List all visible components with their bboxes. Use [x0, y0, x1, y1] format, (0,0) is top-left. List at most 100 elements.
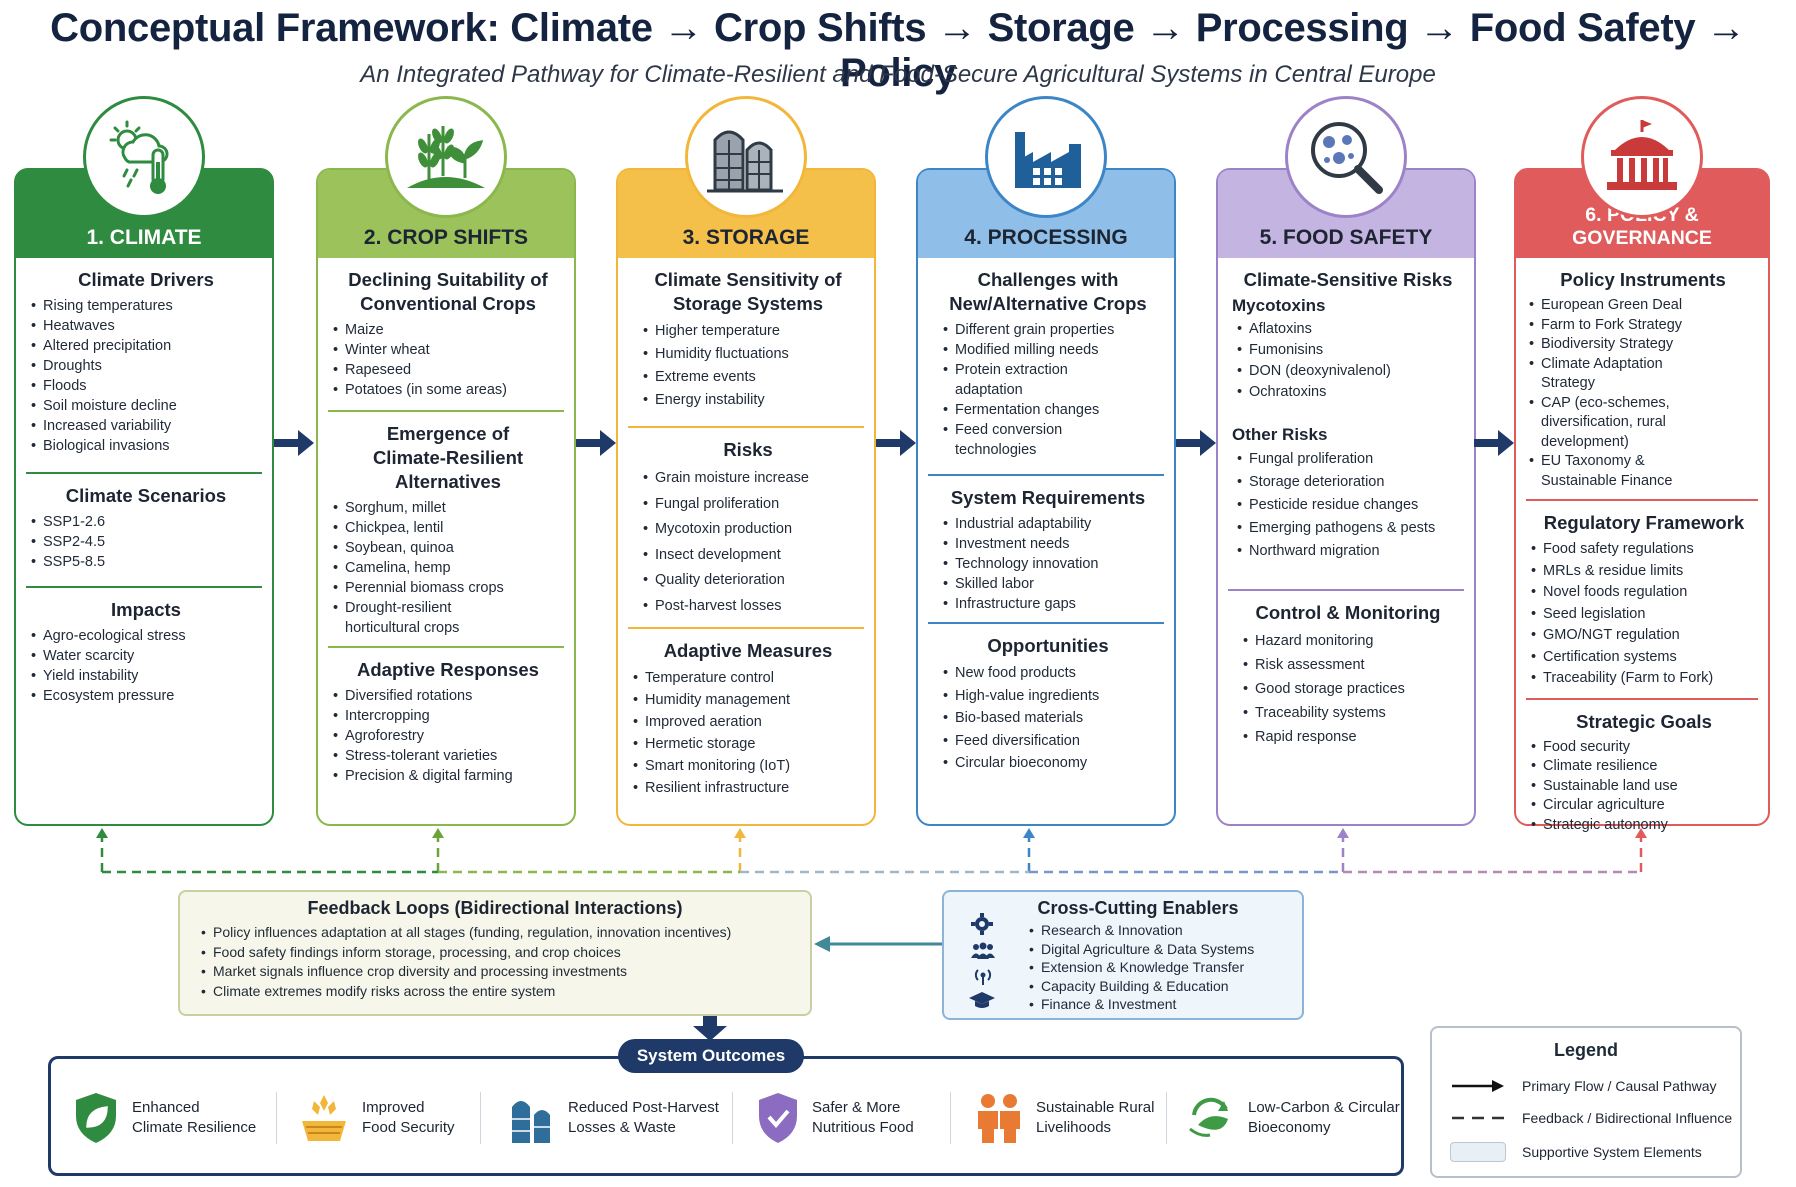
legend-label: Supportive System Elements [1522, 1144, 1702, 1160]
list-item: Precision & digital farming [332, 766, 564, 786]
column-title: 5. FOOD SAFETY [1259, 226, 1433, 249]
list-item: Skilled labor [942, 574, 1164, 594]
section-title: Adaptive Measures [663, 640, 833, 661]
section-title: Climate Drivers [78, 269, 214, 290]
list-item: Agroforestry [332, 726, 564, 746]
list-item: Rapid response [1242, 725, 1464, 749]
list-item: EU Taxonomy & Sustainable Finance [1528, 452, 1758, 491]
list-item: New food products [942, 662, 1164, 685]
list-item: Fermentation changes [942, 400, 1164, 420]
list-item: Chickpea, lentil [332, 518, 564, 538]
primary-flow-arrow [1474, 430, 1514, 456]
section-title: Climate-Sensitive Risks [1243, 269, 1453, 290]
gear-icon [971, 913, 993, 935]
list-item: European Green Deal [1528, 296, 1758, 316]
feedback-title: Feedback Loops (Bidirectional Interactio… [307, 898, 683, 918]
section-title: Climate Scenarios [65, 485, 227, 506]
factory-icon [1015, 132, 1081, 188]
list-item: Grain moisture increase [642, 466, 864, 492]
solid-arrow-icon [1452, 1080, 1504, 1092]
list-item: Sustainable land use [1530, 777, 1758, 797]
divider [732, 1092, 733, 1144]
list-item: Food security [1530, 738, 1758, 758]
column-title: 1. CLIMATE [86, 226, 202, 249]
food-safety-icon-badge [1285, 96, 1407, 218]
page-subtitle: An Integrated Pathway for Climate-Resili… [360, 61, 1436, 88]
list-item: Pesticide residue changes [1236, 494, 1464, 517]
column-title: 3. STORAGE [682, 226, 810, 249]
section-title: Impacts [111, 599, 181, 620]
section-title: Opportunities [987, 635, 1109, 656]
list-item: Biodiversity Strategy [1528, 335, 1758, 355]
list-item: Sorghum, millet [332, 498, 564, 518]
list-item: Bio-based materials [942, 707, 1164, 730]
list-item: Quality deterioration [642, 568, 864, 594]
list-item: CAP (eco-schemes, diversification, rural… [1528, 394, 1758, 453]
list-item: Strategic autonomy [1530, 816, 1758, 836]
list-item: Ecosystem pressure [30, 686, 262, 706]
thermometer-sun-cloud-icon [109, 120, 169, 194]
list-item: Potatoes (in some areas) [332, 380, 564, 400]
list-item: SSP5-8.5 [30, 552, 262, 572]
list-item: Seed legislation [1530, 604, 1758, 626]
outcome-line2: Bioeconomy [1248, 1119, 1331, 1136]
list-item: Perennial biomass crops [332, 578, 564, 598]
column-climate: 1. CLIMATE Climate Drivers Rising temper… [14, 168, 274, 826]
list-item: Risk assessment [1242, 653, 1464, 677]
section-title: Risks [723, 439, 773, 460]
outcome-line2: Food Security [362, 1119, 455, 1136]
list-item: Winter wheat [332, 340, 564, 360]
list-item: Camelina, hemp [332, 558, 564, 578]
section-title: Emergence of Climate-Resilient Alternati… [372, 423, 524, 492]
list-item: SSP2-4.5 [30, 532, 262, 552]
column-title: 4. PROCESSING [964, 226, 1128, 249]
list-item: GMO/NGT regulation [1530, 625, 1758, 647]
list-item: Altered precipitation [30, 336, 262, 356]
list-item: Fumonisins [1236, 340, 1464, 361]
outcome-line2: Livelihoods [1036, 1119, 1112, 1136]
primary-flow-arrow [576, 430, 616, 456]
list-item: Food safety regulations [1530, 539, 1758, 561]
list-item: Feed conversion technologies [942, 420, 1164, 460]
list-item: Climate resilience [1530, 757, 1758, 777]
list-item: Aflatoxins [1236, 319, 1464, 340]
policy-icon-badge [1581, 96, 1703, 218]
list-item: Climate Adaptation Strategy [1528, 355, 1758, 394]
list-item: Soybean, quinoa [332, 538, 564, 558]
list-item: Feed diversification [942, 730, 1164, 753]
column-policy: 6. POLICY & GOVERNANCE Policy Instrument… [1514, 168, 1770, 835]
list-item: Protein extraction adaptation [942, 360, 1164, 400]
list-item: Storage deterioration [1236, 471, 1464, 494]
list-item: Humidity fluctuations [642, 343, 864, 366]
cross-cutting-enablers-box: Cross-Cutting Enablers Research & Innova… [942, 890, 1304, 1020]
column-storage: 3. STORAGE Climate Sensitivity of Storag… [616, 168, 876, 826]
list-item: Insect development [642, 543, 864, 569]
list-item: Fungal proliferation [1236, 448, 1464, 471]
list-item: Drought-resilient horticultural crops [332, 598, 564, 638]
column-processing: 4. PROCESSING Challenges with New/Altern… [916, 168, 1176, 826]
list-item: Stress-tolerant varieties [332, 746, 564, 766]
column-title: 2. CROP SHIFTS [363, 226, 529, 249]
section-title: Regulatory Framework [1543, 512, 1745, 533]
processing-icon-badge [985, 96, 1107, 218]
list-item: Farm to Fork Strategy [1528, 316, 1758, 336]
magnifier-microbe-icon [1311, 122, 1383, 194]
list-item: Floods [30, 376, 262, 396]
section-title: Policy Instruments [1560, 269, 1726, 290]
legend-label: Feedback / Bidirectional Influence [1522, 1110, 1733, 1126]
list-item: MRLs & residue limits [1530, 561, 1758, 583]
list-item: Rapeseed [332, 360, 564, 380]
section-title: Climate Sensitivity of Storage Systems [654, 269, 842, 314]
list-item: Infrastructure gaps [942, 594, 1164, 614]
section-title: Challenges with New/Alternative Crops [949, 269, 1147, 314]
to-outcomes-arrow [693, 1016, 727, 1041]
primary-flow-arrow [876, 430, 916, 456]
list-item: Circular bioeconomy [942, 752, 1164, 775]
outcome-line1: Low-Carbon & Circular [1248, 1099, 1400, 1116]
page-title: Conceptual Framework: Climate → Crop Shi… [50, 6, 1746, 95]
silo-icon [707, 130, 783, 193]
list-item: Climate extremes modify risks across the… [200, 982, 810, 1002]
